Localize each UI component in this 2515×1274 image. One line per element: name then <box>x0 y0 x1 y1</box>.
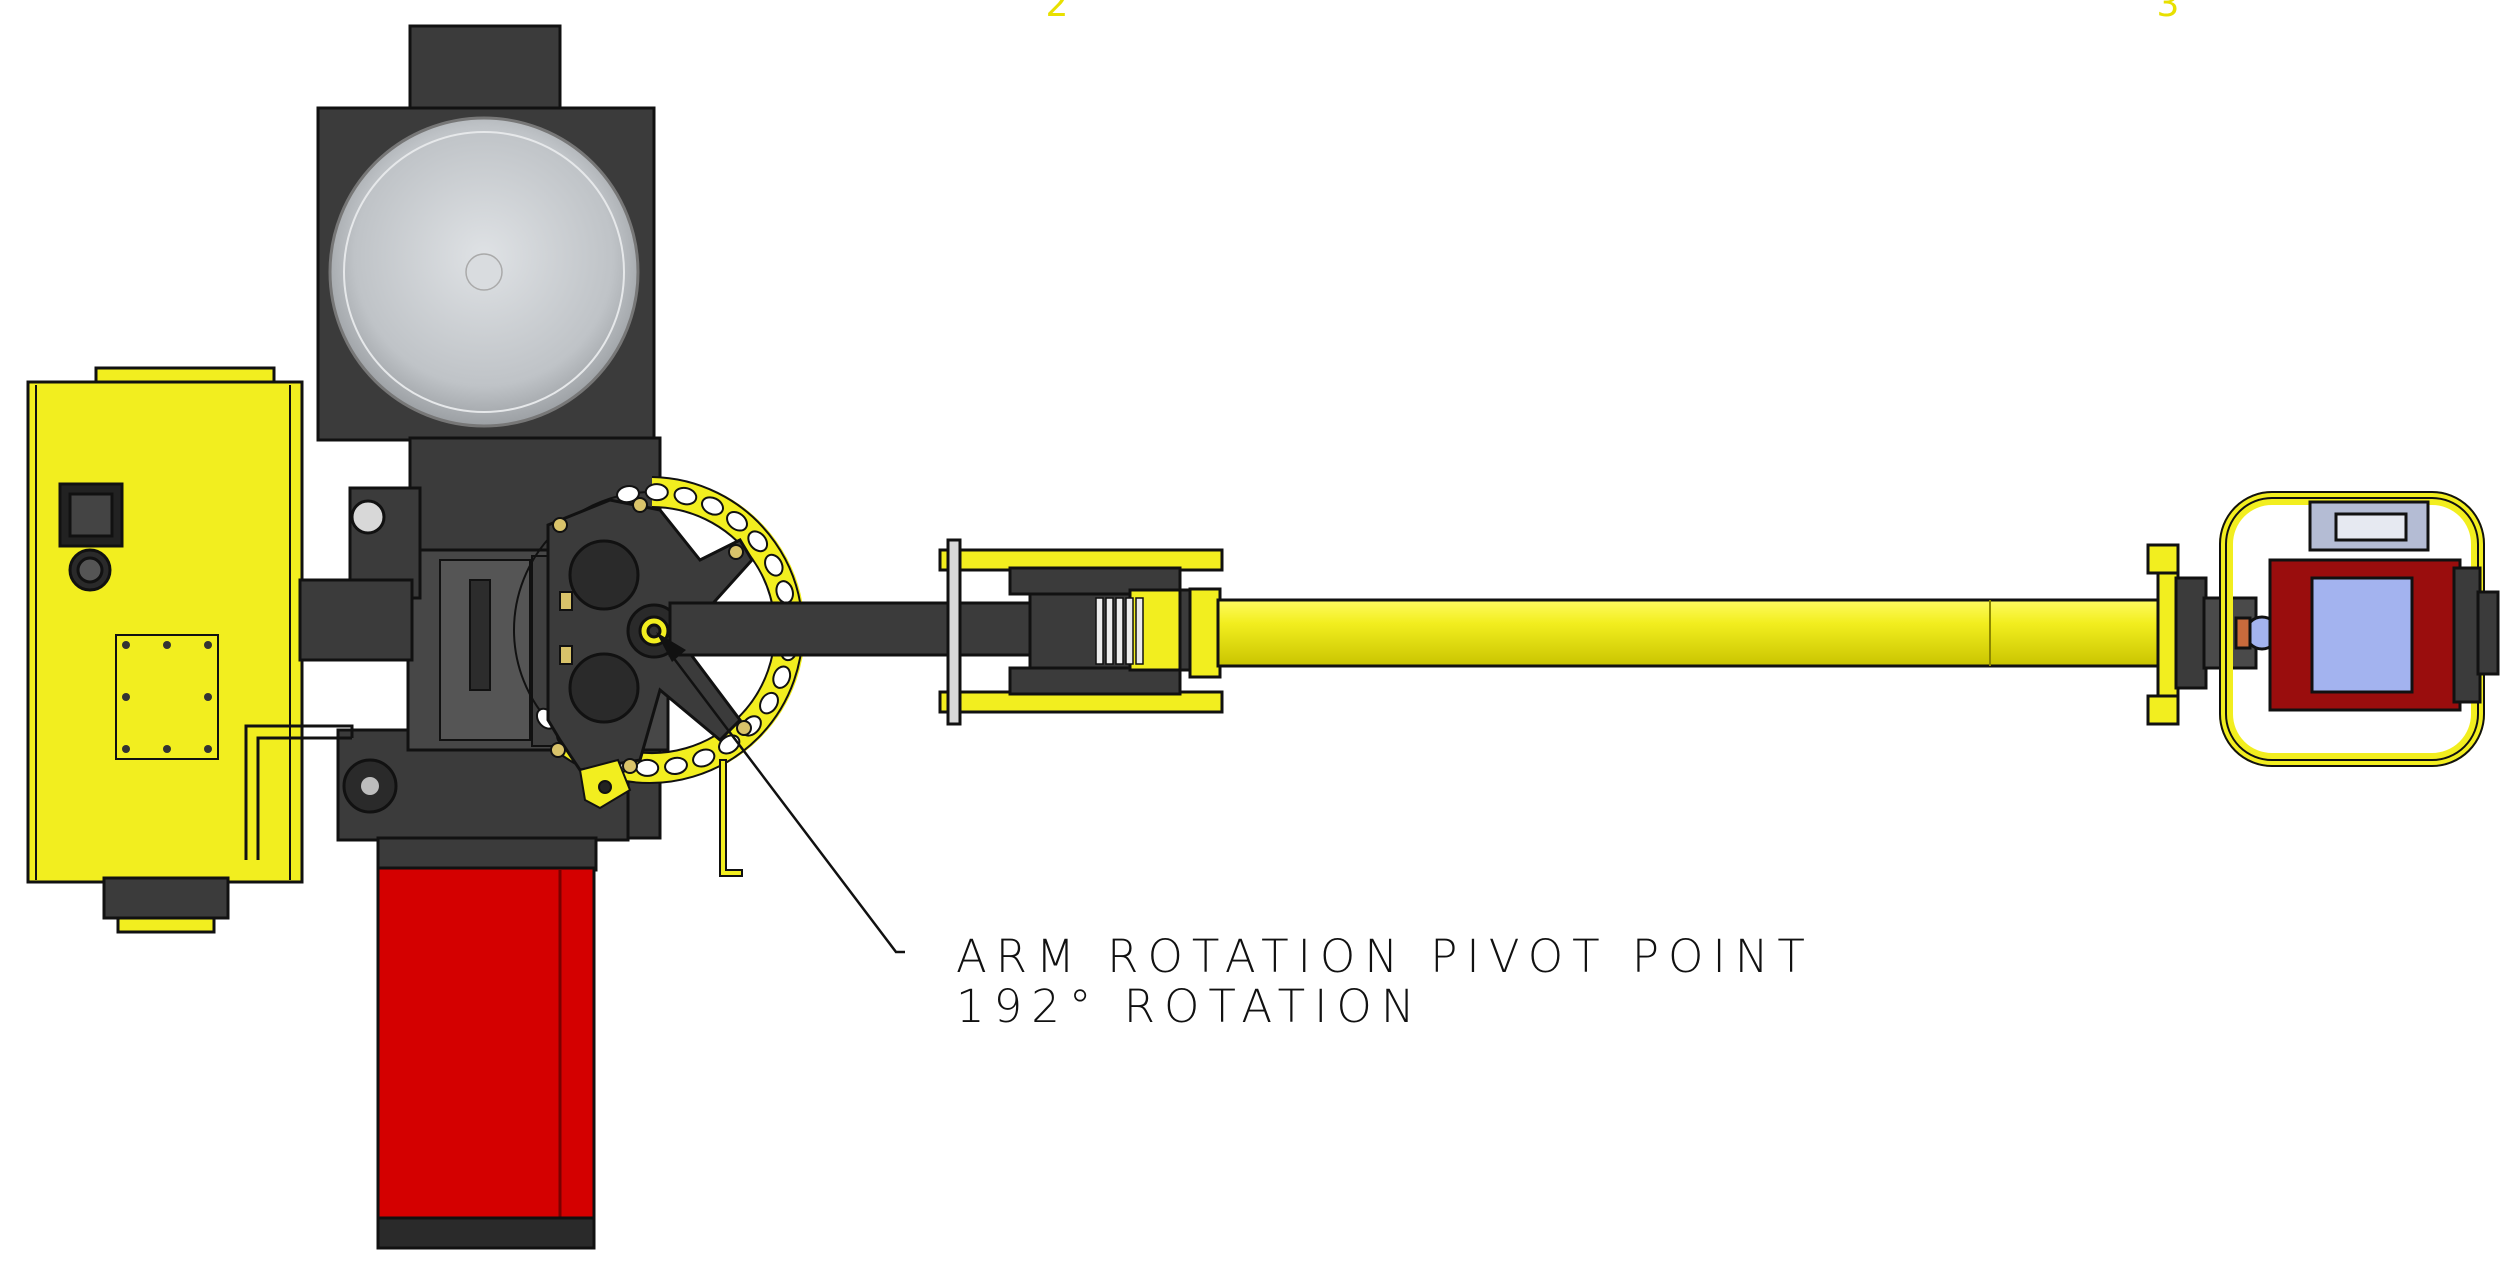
column-top-cap <box>408 24 562 112</box>
ring-hole <box>635 758 660 777</box>
roller <box>1135 597 1144 665</box>
ring-hole <box>616 484 640 504</box>
ring-hole <box>673 486 698 506</box>
cabinet-access-panel <box>115 634 219 760</box>
roller <box>1115 597 1124 665</box>
extension-tube <box>1188 587 2160 679</box>
ring-hole <box>772 665 792 689</box>
zone-marker-right: 3 <box>2157 0 2180 25</box>
cabinet-base <box>102 876 230 920</box>
ring-hole <box>764 553 784 577</box>
motor-end-cap <box>376 1216 596 1250</box>
viewing-window <box>2310 576 2414 694</box>
bracket-bolts <box>550 497 752 774</box>
cabinet-handle <box>244 724 354 860</box>
roller <box>1095 597 1104 665</box>
roller <box>1125 597 1134 665</box>
ring-stop-tab <box>578 758 743 877</box>
tube-end-flange <box>2146 543 2280 726</box>
callout-label-pivot: ARM ROTATION PIVOT POINT <box>956 930 1814 983</box>
ring-hole <box>726 511 748 532</box>
roller <box>1105 597 1114 665</box>
ring-hole <box>759 691 779 715</box>
drive-motor <box>376 866 596 1250</box>
cabinet-mount-arm <box>298 578 414 662</box>
ring-hole <box>701 496 724 516</box>
ring-hole <box>692 748 716 768</box>
callout-label-rotation: 192° ROTATION <box>956 980 1424 1033</box>
lamp-lens <box>328 116 640 428</box>
control-cabinet <box>26 366 414 934</box>
cabinet-connector <box>58 482 124 592</box>
callout-leader <box>656 632 905 954</box>
arm-beam <box>668 588 1152 672</box>
zone-marker-left: 2 <box>1046 0 1069 25</box>
column-lower-neck <box>376 836 598 872</box>
ring-hole <box>747 530 769 553</box>
roller-set <box>1095 597 1144 665</box>
end-effector <box>2219 491 2500 767</box>
ring-hole <box>644 483 669 502</box>
bolt-head <box>361 777 379 795</box>
bolt-head <box>350 499 386 535</box>
ring-hole <box>664 756 688 776</box>
